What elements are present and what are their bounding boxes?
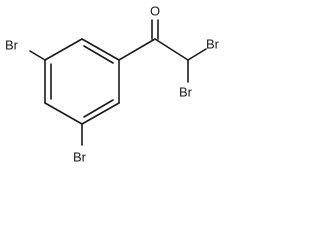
ring-bond-c — [81, 102, 120, 125]
atom-br-alpha-lower: Br — [179, 84, 193, 99]
atom-br-bottom: Br — [73, 149, 87, 164]
ring-bond-a — [81, 38, 120, 61]
ring-double-bond-2 — [83, 99, 114, 118]
bond-carbonyl-alpha — [154, 38, 189, 61]
atom-br-alpha-right: Br — [206, 36, 220, 51]
ring-bond-f — [44, 38, 83, 61]
atom-br-top-left: Br — [5, 37, 19, 52]
bond-alpha-br-right — [187, 48, 207, 61]
atom-oxygen: O — [150, 3, 160, 18]
bond-ring-br-left — [29, 50, 46, 61]
ring-bond-d — [44, 102, 83, 125]
atom-labels: Br Br O Br Br — [5, 3, 220, 164]
bond-lines — [29, 19, 207, 146]
bond-ring-carbonyl — [118, 38, 156, 61]
ring-double-bond-1 — [83, 45, 114, 64]
chemical-structure: Br Br O Br Br — [5, 3, 220, 164]
